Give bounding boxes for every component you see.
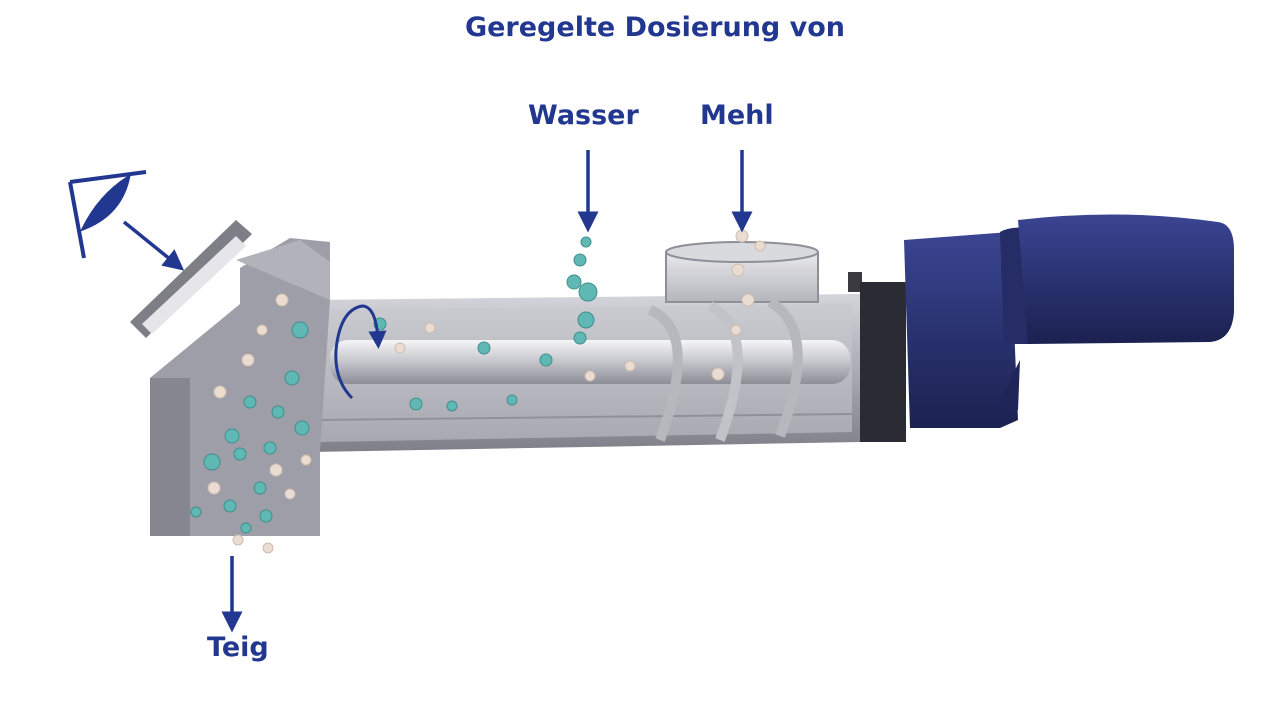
diagram-title: Geregelte Dosierung von	[464, 12, 846, 43]
motor	[848, 214, 1234, 442]
label-mehl: Mehl	[700, 100, 774, 131]
inlet-housing	[150, 238, 330, 536]
eye-icon	[68, 170, 147, 259]
arrow-diagonal-icon	[122, 220, 185, 271]
inspection-window	[130, 220, 252, 338]
rotation-arrow-icon	[334, 304, 387, 400]
water-droplets	[190, 236, 598, 534]
flour-particles	[207, 229, 766, 554]
label-teig: Teig	[207, 632, 269, 663]
label-wasser: Wasser	[528, 100, 639, 131]
